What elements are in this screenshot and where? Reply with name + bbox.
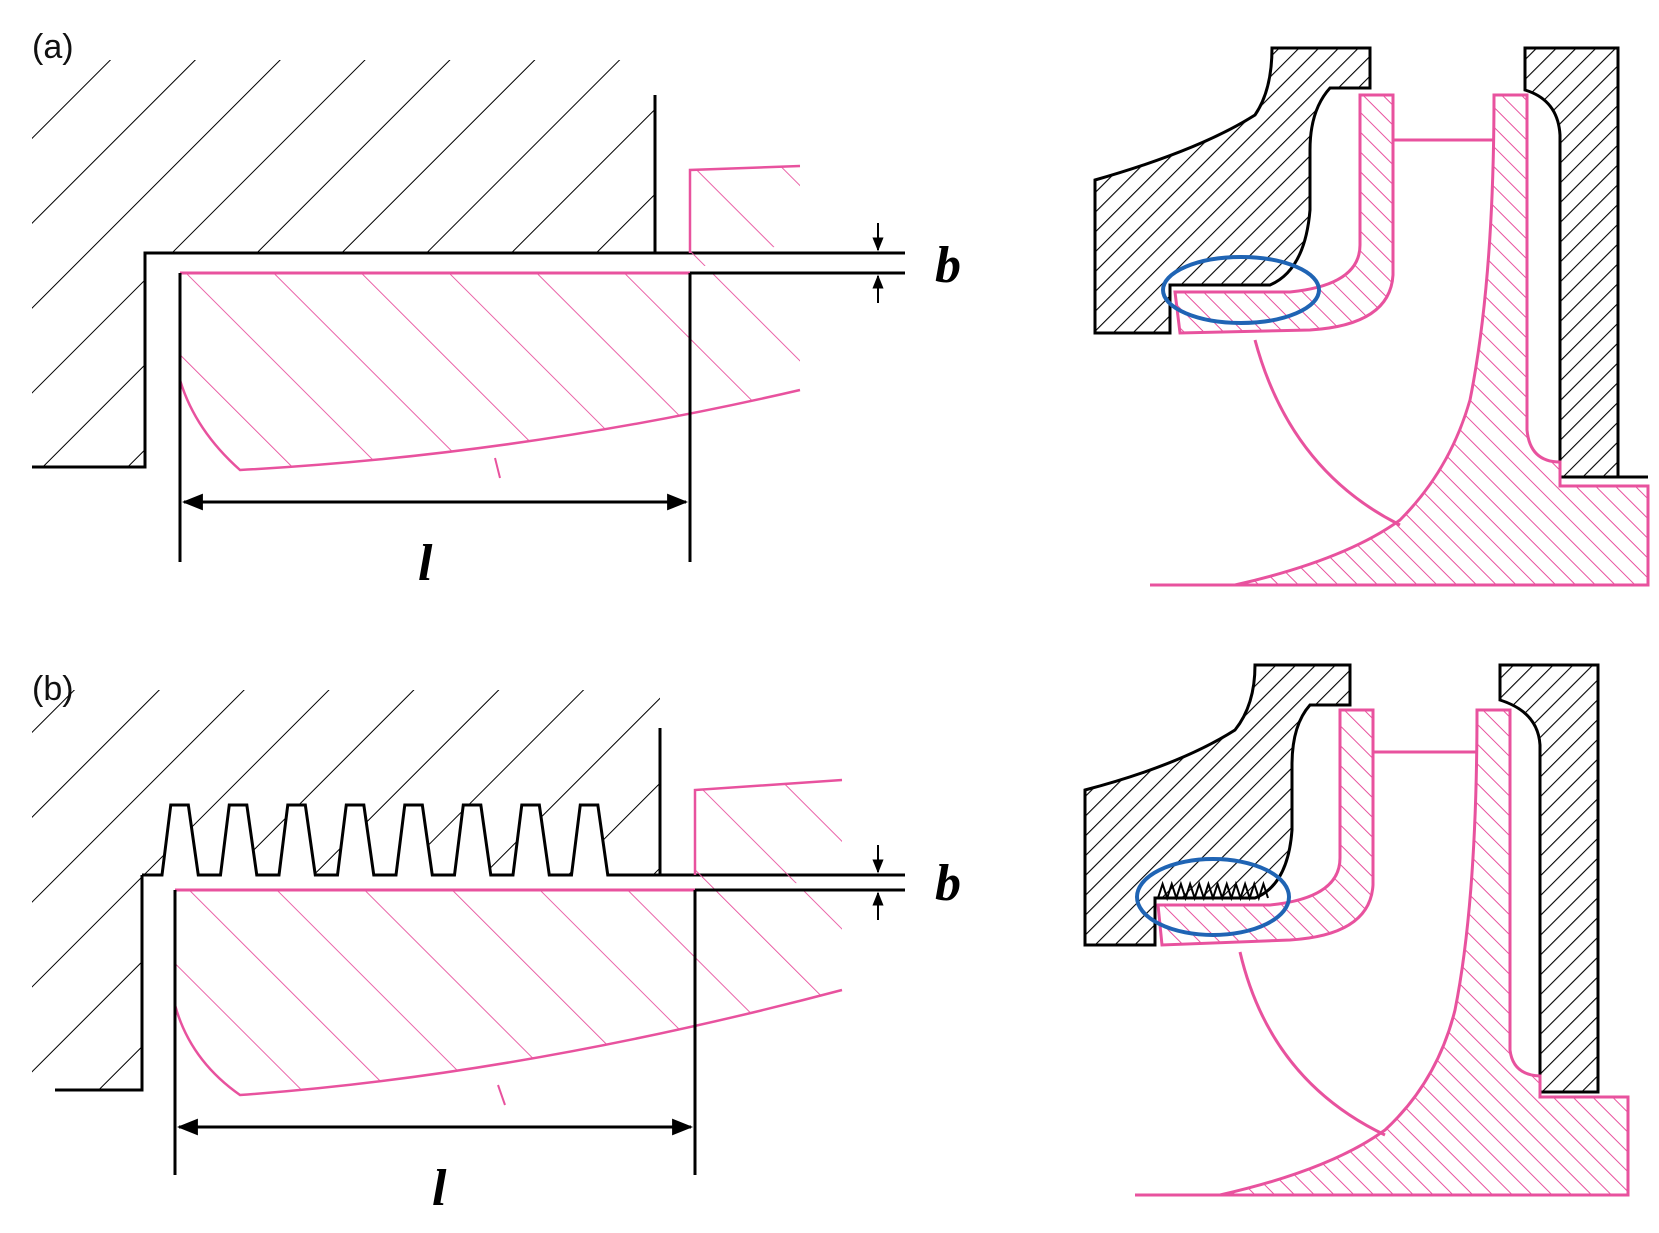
panel-b-impeller-view — [1083, 663, 1630, 1197]
panel-b-mini-labyrinth-teeth — [1157, 880, 1269, 902]
panel-a: (a) l b — [32, 28, 961, 592]
panel-b: (b) l b — [32, 670, 961, 1217]
panel-a-impeller-view — [1093, 46, 1650, 587]
panel-b-rotor-detail — [173, 778, 843, 1106]
panel-a-label: (a) — [32, 28, 74, 66]
panel-b-clearance-label: b — [935, 855, 961, 912]
panel-b-stator-detail — [32, 690, 905, 1092]
panel-b-length-label: l — [432, 1160, 447, 1217]
panel-b-seal-highlight-ellipse — [1135, 857, 1291, 937]
panel-a-seal-highlight-ellipse — [1161, 255, 1321, 325]
panel-a-clearance-label: b — [935, 237, 961, 294]
panel-b-labyrinth-teeth — [142, 803, 660, 877]
panel-a-rotor-detail — [178, 164, 801, 479]
panel-a-length-label: l — [418, 535, 433, 592]
